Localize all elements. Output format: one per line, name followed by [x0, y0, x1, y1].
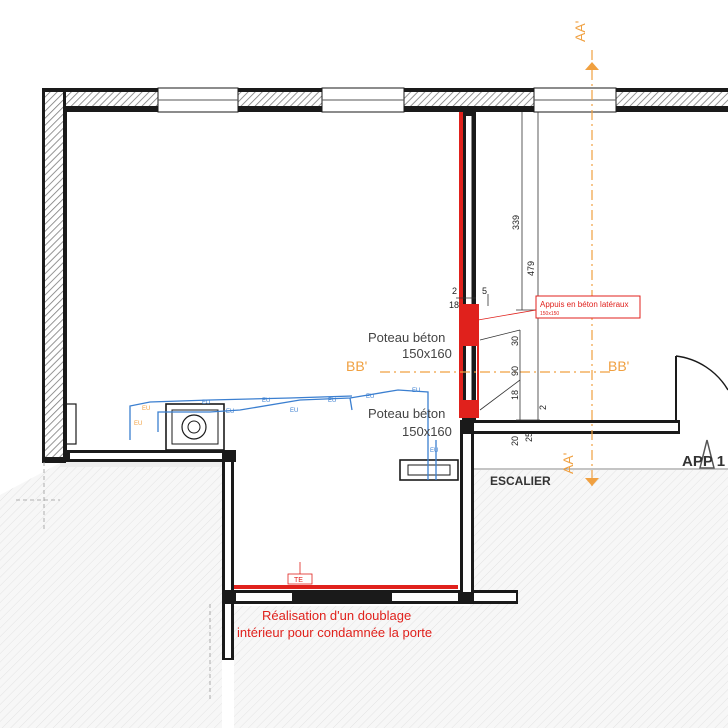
- top-wall: [42, 87, 728, 113]
- section-lines: [380, 50, 612, 490]
- dim-18-bottom: 18: [510, 390, 520, 400]
- pipe-tag: EU: [262, 398, 270, 404]
- section-arrows: [585, 62, 599, 486]
- dimension-texts: 339 479 2 5 18 30 90 18 2 20 25: [449, 215, 548, 446]
- appuis-note-sub: 150x150: [540, 311, 559, 317]
- pipe-tag: EU: [202, 400, 210, 406]
- doublage-note-line1: Réalisation d'un doublage: [262, 608, 411, 623]
- pipe-tag: EU: [430, 448, 438, 454]
- poteau-top-dim: 150x160: [402, 346, 452, 361]
- section-aa-bottom: AA': [560, 453, 576, 474]
- plumbing-pipes: [129, 389, 437, 480]
- dim-2-top: 2: [452, 286, 457, 296]
- dim-90: 90: [510, 366, 520, 376]
- section-bb-right: BB': [608, 358, 629, 374]
- left-wall: [42, 88, 77, 463]
- section-aa-top: AA': [572, 21, 588, 42]
- poteau-bottom-label: Poteau béton: [368, 406, 445, 421]
- dim-30: 30: [510, 336, 520, 346]
- radiator: [399, 459, 459, 481]
- pipe-tags: EU EU EU EU EU EU EU EU EU EU: [134, 388, 438, 454]
- app-label: APP 1: [682, 453, 725, 470]
- doublage-note-line2: intérieur pour condamnée la porte: [237, 625, 432, 640]
- pipe-tag: EU: [328, 398, 336, 404]
- dim-479: 479: [526, 261, 536, 276]
- te-tag: TE: [287, 562, 313, 585]
- dim-20: 20: [510, 436, 520, 446]
- appuis-note: Appuis en béton latéraux 150x150: [477, 295, 641, 321]
- dimension-lines: [456, 112, 540, 421]
- escalier-label: ESCALIER: [490, 474, 551, 488]
- entrance-door: [675, 355, 728, 420]
- appuis-note-text: Appuis en béton latéraux: [540, 300, 629, 309]
- exterior-guides: [16, 462, 211, 700]
- dim-18-top: 18: [449, 300, 459, 310]
- pipe-tag: EU: [290, 408, 298, 414]
- red-elements: [234, 112, 479, 589]
- section-bb-left: BB': [346, 358, 367, 374]
- pipe-tag: EU: [226, 409, 234, 415]
- dim-5: 5: [482, 286, 487, 296]
- pipe-tag: EU: [366, 394, 374, 400]
- pipe-tag: EU: [142, 406, 150, 412]
- kitchen-unit: [165, 403, 225, 451]
- te-tag-text: TE: [294, 577, 303, 584]
- poteau-bottom-dim: 150x160: [402, 424, 452, 439]
- dim-2-bottom: 2: [538, 405, 548, 410]
- dim-25: 25: [524, 432, 534, 442]
- pipe-tag: EU: [412, 388, 420, 394]
- stair-arrow: [699, 439, 715, 469]
- poteau-top-label: Poteau béton: [368, 330, 445, 345]
- pipe-tag: EU: [134, 421, 142, 427]
- dim-339: 339: [511, 215, 521, 230]
